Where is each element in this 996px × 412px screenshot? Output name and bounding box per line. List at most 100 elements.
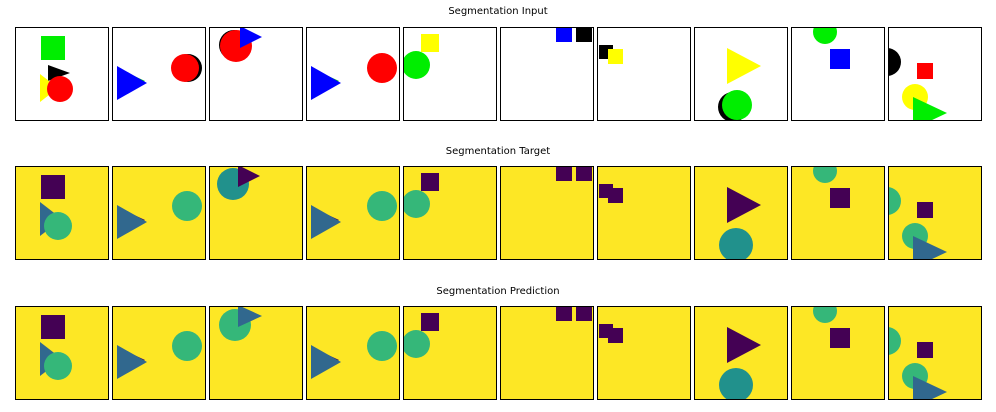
- circle-shape: [813, 28, 837, 44]
- triangle-shape: [913, 236, 947, 259]
- row-title-prediction: Segmentation Prediction: [436, 286, 560, 297]
- panel-target-9: [791, 166, 885, 260]
- square-shape: [41, 36, 65, 60]
- triangle-shape: [311, 205, 341, 239]
- panel-canvas: [889, 327, 947, 399]
- panel-canvas: [404, 313, 439, 358]
- panel-canvas: [404, 173, 439, 218]
- circle-shape: [889, 327, 901, 355]
- triangle-shape: [311, 345, 341, 379]
- panel-canvas: [311, 331, 397, 379]
- triangle-shape: [117, 345, 147, 379]
- panel-canvas: [556, 307, 592, 321]
- circle-shape: [404, 51, 430, 79]
- square-shape: [576, 307, 592, 321]
- panel-input-6: [500, 27, 594, 121]
- panel-target-3: [209, 166, 303, 260]
- panel-input-3: [209, 27, 303, 121]
- panel-canvas: [404, 34, 439, 79]
- circle-shape: [404, 190, 430, 218]
- panel-prediction-7: [597, 306, 691, 400]
- panel-prediction-8: [694, 306, 788, 400]
- panel-target-7: [597, 166, 691, 260]
- square-shape: [41, 175, 65, 199]
- panel-canvas: [889, 48, 947, 120]
- square-shape: [830, 328, 850, 348]
- panel-target-8: [694, 166, 788, 260]
- circle-shape: [172, 191, 202, 221]
- circle-shape: [171, 54, 199, 82]
- panel-prediction-4: [306, 306, 400, 400]
- panel-canvas: [40, 315, 72, 380]
- panel-canvas: [813, 28, 850, 69]
- circle-shape: [404, 330, 430, 358]
- triangle-shape: [311, 66, 341, 100]
- panel-input-10: [888, 27, 982, 121]
- panel-canvas: [219, 28, 262, 62]
- square-shape: [421, 173, 439, 191]
- panel-prediction-5: [403, 306, 497, 400]
- square-shape: [41, 315, 65, 339]
- panel-target-5: [403, 166, 497, 260]
- circle-shape: [722, 90, 752, 120]
- panel-canvas: [40, 175, 72, 240]
- panel-canvas: [718, 48, 761, 120]
- panel-canvas: [219, 307, 262, 341]
- panel-input-4: [306, 27, 400, 121]
- panel-canvas: [311, 191, 397, 239]
- circle-shape: [719, 368, 753, 399]
- panel-canvas: [599, 45, 623, 64]
- panel-canvas: [719, 187, 761, 259]
- panel-canvas: [599, 184, 623, 203]
- panel-prediction-9: [791, 306, 885, 400]
- panel-prediction-10: [888, 306, 982, 400]
- panel-canvas: [813, 307, 850, 348]
- triangle-shape: [240, 28, 262, 48]
- triangle-shape: [238, 167, 260, 187]
- triangle-shape: [238, 307, 262, 327]
- circle-shape: [813, 307, 837, 323]
- panel-input-7: [597, 27, 691, 121]
- panel-prediction-3: [209, 306, 303, 400]
- circle-shape: [367, 53, 397, 83]
- square-shape: [576, 28, 592, 42]
- panel-canvas: [813, 167, 850, 208]
- panel-canvas: [719, 327, 761, 399]
- panel-prediction-2: [112, 306, 206, 400]
- square-shape: [421, 313, 439, 331]
- circle-shape: [889, 187, 901, 215]
- triangle-shape: [117, 205, 147, 239]
- panel-input-8: [694, 27, 788, 121]
- panel-canvas: [599, 324, 623, 343]
- square-shape: [917, 202, 933, 218]
- triangle-shape: [913, 97, 947, 120]
- panel-canvas: [117, 54, 202, 100]
- triangle-shape: [48, 65, 70, 81]
- square-shape: [556, 307, 572, 321]
- panel-canvas: [889, 187, 947, 259]
- triangle-shape: [913, 376, 947, 399]
- row-title-input: Segmentation Input: [448, 6, 548, 17]
- square-shape: [421, 34, 439, 52]
- panel-canvas: [556, 28, 592, 42]
- panel-prediction-1: [15, 306, 109, 400]
- square-shape: [830, 188, 850, 208]
- circle-shape: [172, 331, 202, 361]
- square-shape: [917, 63, 933, 79]
- triangle-shape: [727, 48, 761, 84]
- panel-input-5: [403, 27, 497, 121]
- circle-shape: [719, 228, 753, 259]
- square-shape: [608, 49, 623, 64]
- square-shape: [556, 167, 572, 181]
- circle-shape: [44, 212, 72, 240]
- panel-canvas: [117, 191, 202, 239]
- circle-shape: [367, 331, 397, 361]
- panel-input-1: [15, 27, 109, 121]
- circle-shape: [889, 48, 901, 76]
- panel-canvas: [217, 167, 260, 200]
- panel-target-10: [888, 166, 982, 260]
- square-shape: [917, 342, 933, 358]
- square-shape: [608, 188, 623, 203]
- panel-prediction-6: [500, 306, 594, 400]
- triangle-shape: [117, 66, 147, 100]
